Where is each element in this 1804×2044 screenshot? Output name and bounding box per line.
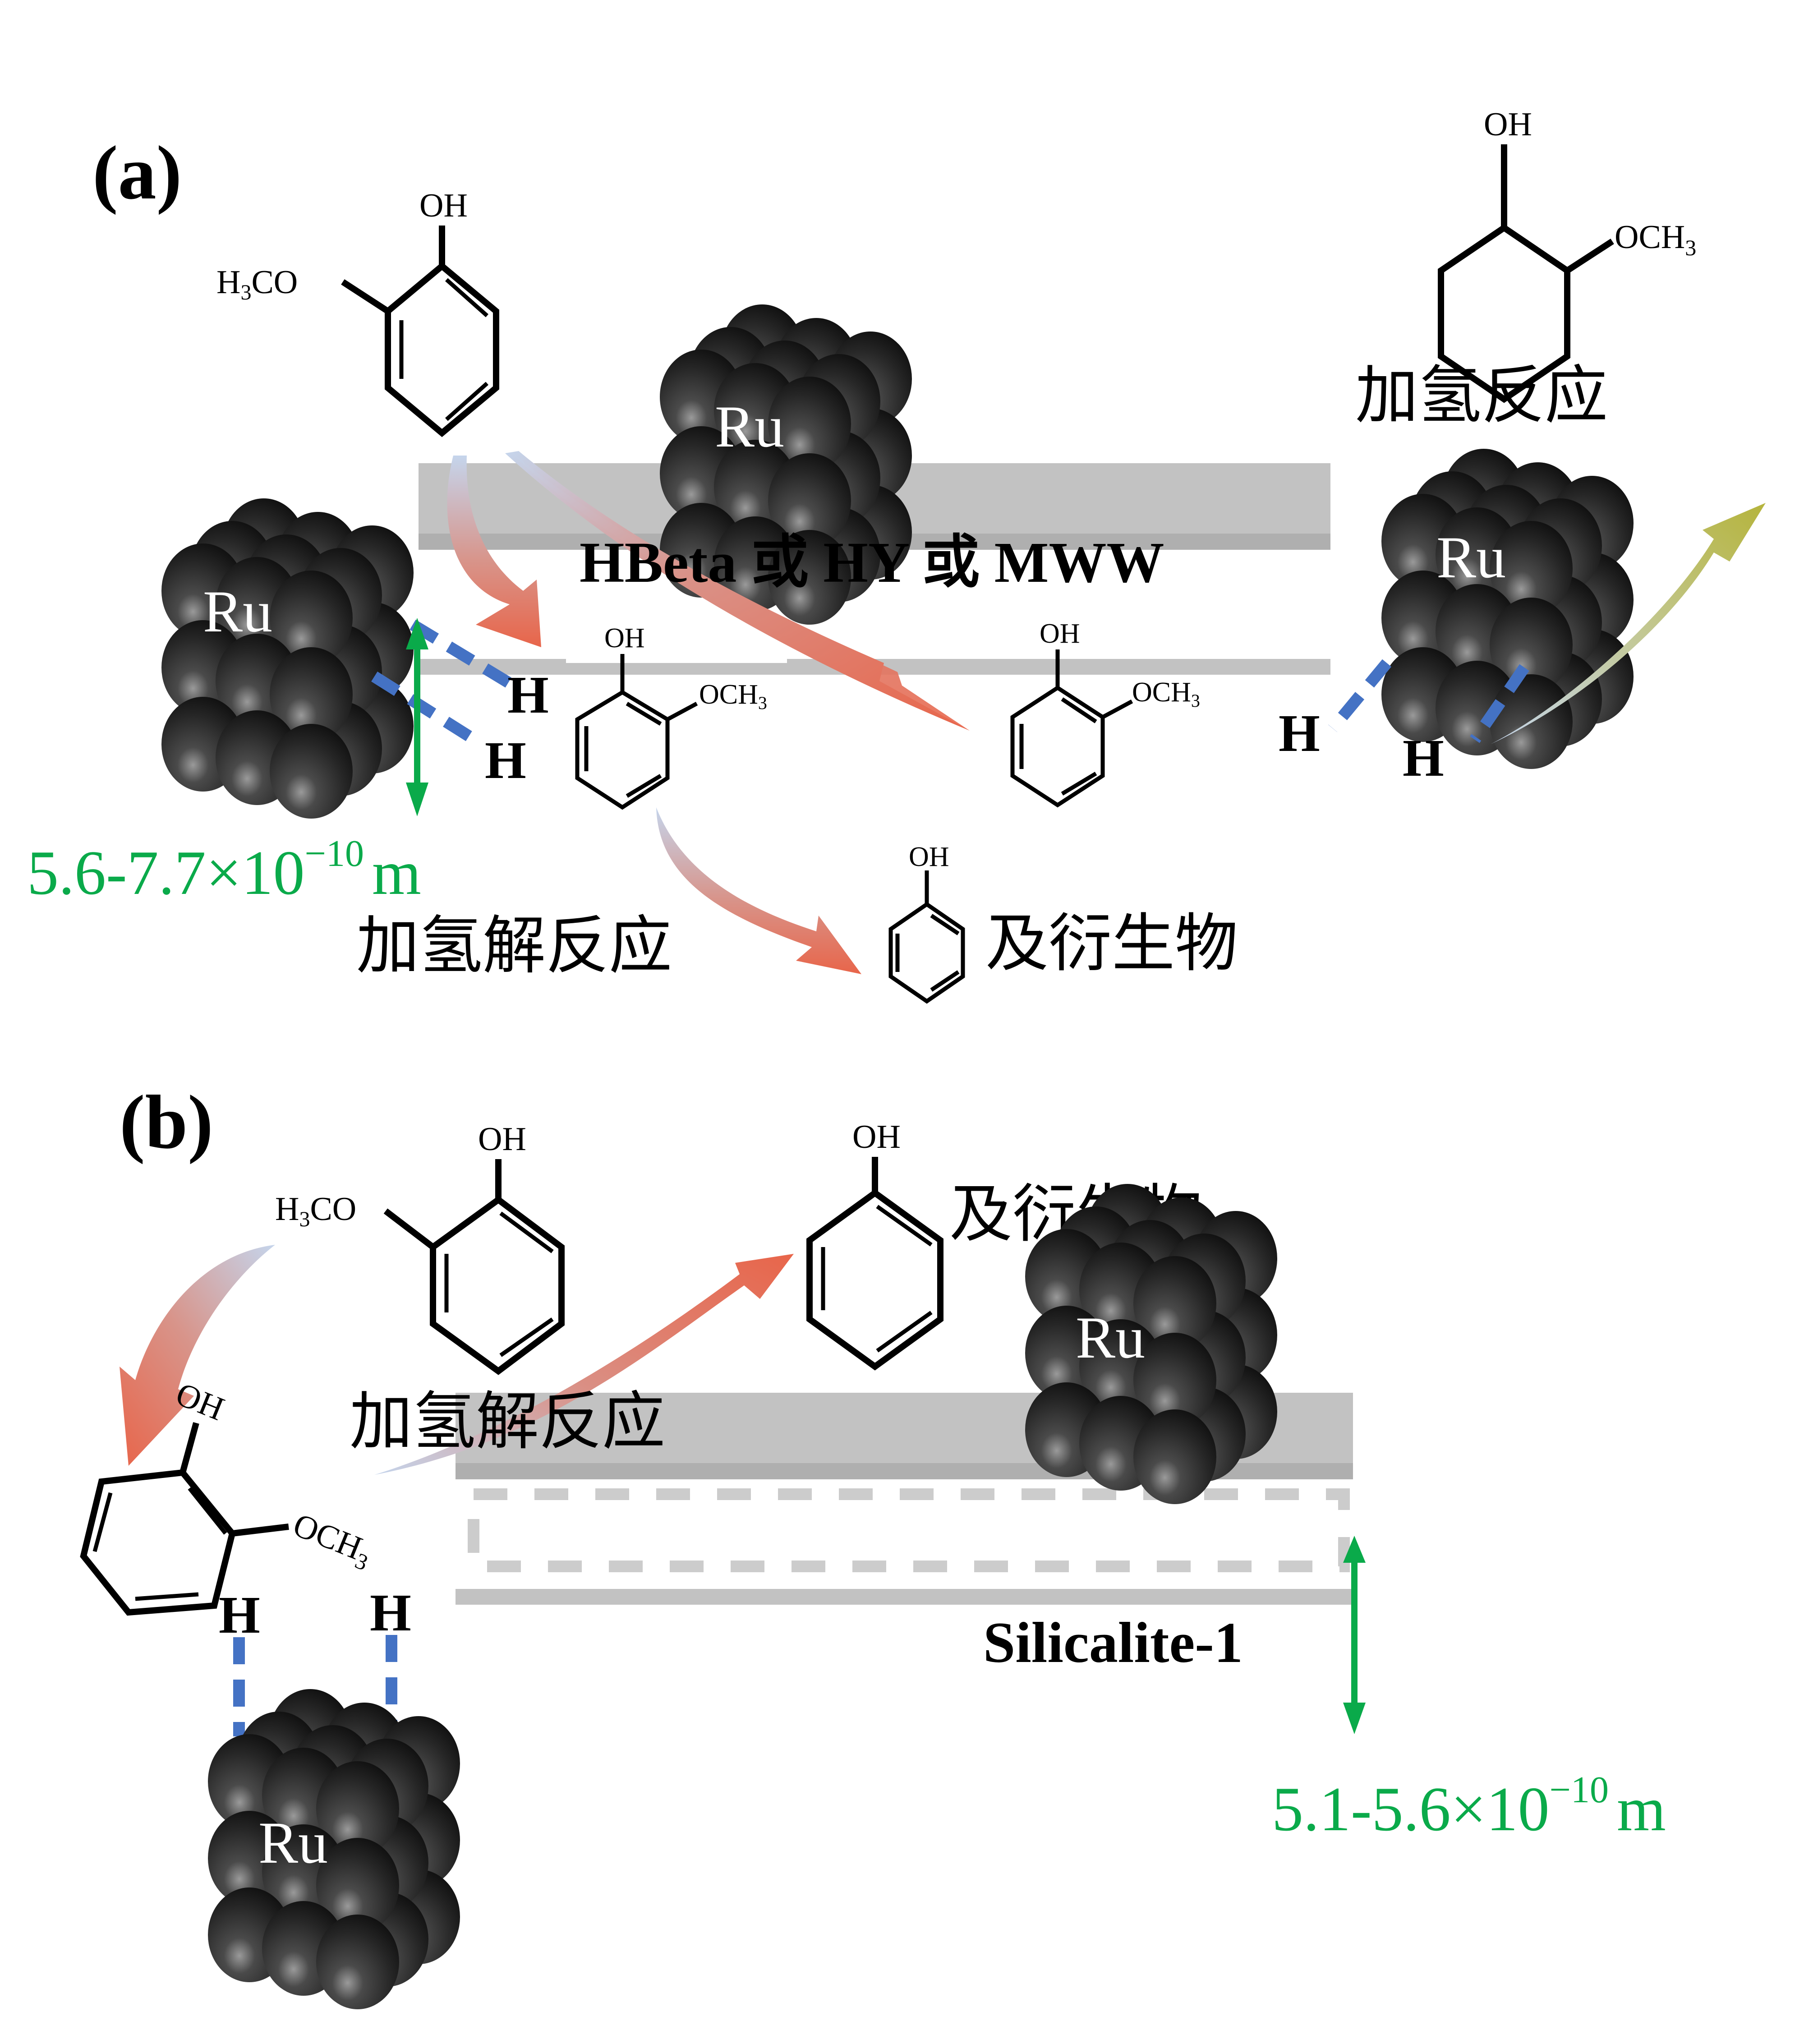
hydrogen-bond-line: [1470, 664, 1529, 743]
hydrogen-atom: H: [507, 665, 549, 724]
panel-a: (a) OH H3CO Ru HBeta 或 HY: [27, 106, 1766, 1004]
ru-cluster-bottom-b: Ru: [208, 1689, 460, 2009]
svg-text:OH: OH: [1484, 106, 1532, 143]
hydrogen-atom: H: [1279, 704, 1320, 763]
adsorption-arrow-b: [120, 1245, 275, 1466]
zeolite-label-a: HBeta 或 HY 或 MWW: [580, 530, 1164, 594]
zeolite-wall-bottom: [456, 1589, 1353, 1605]
ru-label: Ru: [1076, 1304, 1145, 1371]
svg-text:OH: OH: [909, 842, 949, 872]
hydrogen-atom: H: [370, 1583, 411, 1642]
svg-text:OH: OH: [852, 1119, 901, 1156]
ru-cluster-top-a: Ru: [660, 304, 912, 625]
hydrogen-atom: H: [1403, 728, 1444, 787]
panel-a-label: (a): [92, 130, 182, 215]
panel-b-label: (b): [120, 1080, 213, 1165]
hydrogen-bond-line: [1328, 659, 1392, 732]
adsorbed-guaiacol-1: OH OCH3: [575, 623, 767, 810]
phenol-product-b: OH: [806, 1119, 943, 1371]
svg-text:OCH3: OCH3: [1615, 219, 1696, 260]
hydrogenolysis-label-b: 加氢解反应: [350, 1385, 665, 1459]
h3co-tail: CO: [251, 264, 298, 301]
ru-label: Ru: [203, 578, 272, 645]
hydrogen-atom: H: [485, 731, 526, 790]
hydrogenolysis-arrow-b: [374, 1254, 794, 1475]
guaiacol-reactant-a: OH H3CO: [216, 187, 499, 437]
phenol-product-a: OH: [888, 842, 965, 1004]
hydrogenolysis-arrow-a: [656, 807, 861, 974]
pore-size-arrow-a: [406, 618, 428, 816]
zeolite-label-b: Silicalite-1: [983, 1611, 1243, 1675]
guaiacol-reactant-b: OH H3CO: [275, 1121, 565, 1375]
svg-text:OCH3: OCH3: [699, 679, 767, 713]
ru-cluster-left-a: Ru: [161, 498, 414, 819]
derivatives-label-a: 及衍生物: [985, 907, 1238, 981]
ru-label: Ru: [715, 393, 784, 460]
methoxycyclohexanol-product: OH OCH3: [1438, 106, 1696, 403]
h3co-sub: 3: [240, 281, 251, 304]
wall-gap-mask: [566, 649, 787, 663]
adsorption-arrow: [447, 456, 541, 647]
svg-text:H3CO: H3CO: [275, 1191, 356, 1231]
svg-text:H3CO: H3CO: [216, 264, 298, 304]
hydrogen-bond-line: [410, 619, 513, 689]
svg-text:OH: OH: [1040, 618, 1080, 649]
hydrogenolysis-label-a: 加氢解反应: [356, 909, 672, 983]
svg-text:OH: OH: [478, 1121, 526, 1158]
hydrogen-bond-line: [371, 672, 481, 747]
diffusion-arrow-body: [512, 452, 970, 731]
ru-label: Ru: [258, 1809, 328, 1876]
ru-cluster-right-a: Ru: [1381, 449, 1634, 769]
adsorbed-guaiacol-2: OH OCH3: [1010, 618, 1200, 808]
svg-text:OCH3: OCH3: [286, 1506, 378, 1575]
hydrogenation-label: 加氢反应: [1355, 359, 1608, 433]
ru-cluster-top-b: Ru: [1025, 1184, 1277, 1504]
svg-text:OCH3: OCH3: [1132, 677, 1200, 711]
oh-label: OH: [419, 187, 468, 224]
hydrogenation-arrow: [1491, 503, 1766, 744]
pore-outline: [468, 1488, 1350, 1572]
pore-size-arrow-b: [1343, 1536, 1366, 1734]
h3co-h: H: [216, 264, 240, 301]
svg-text:OH: OH: [604, 623, 645, 654]
ru-label: Ru: [1436, 524, 1506, 590]
hydrogen-atom: H: [219, 1585, 260, 1644]
